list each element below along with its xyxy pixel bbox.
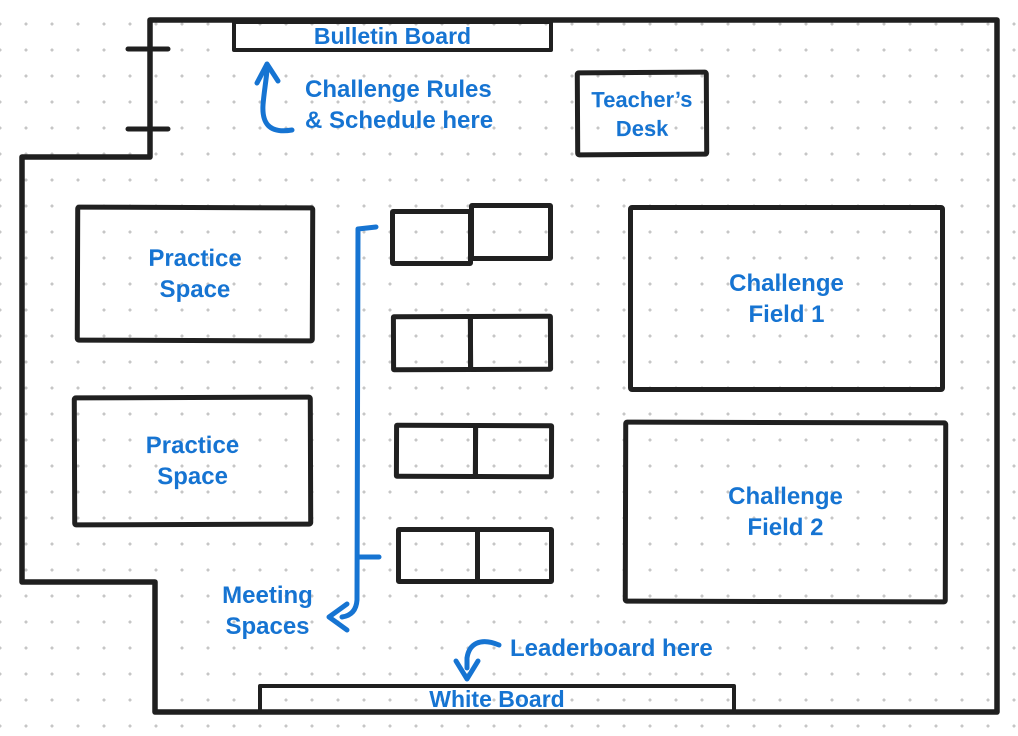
practice-space-2-label-line2: Space — [157, 462, 228, 491]
meeting-table — [472, 422, 555, 480]
meeting-table — [467, 313, 554, 373]
challenge-field-1-label-line2: Field 1 — [748, 300, 825, 328]
meeting-spaces-bracket-arrow — [339, 224, 379, 620]
meeting-table-pair-3 — [393, 422, 555, 480]
rules-arrowhead-icon — [254, 61, 281, 86]
meeting-table — [396, 527, 480, 584]
practice-space-2: Practice Space — [71, 394, 314, 528]
practice-space-1-label-line1: Practice — [148, 244, 242, 273]
meeting-table — [393, 422, 479, 480]
practice-space-1-label-line2: Space — [159, 275, 231, 304]
rules-annotation-line1: Challenge Rules — [305, 76, 492, 103]
leaderboard-arrow — [464, 639, 502, 671]
challenge-field-2-label-line1: Challenge — [728, 482, 843, 511]
meeting-table — [390, 209, 473, 266]
white-board: White Board — [258, 684, 736, 714]
meeting-spaces-annotation: Meeting Spaces — [195, 580, 340, 642]
challenge-field-2: Challenge Field 2 — [622, 419, 949, 605]
meeting-table-pair-1 — [390, 203, 553, 267]
meeting-table — [469, 203, 553, 261]
rules-arrow — [260, 67, 295, 134]
meeting-table-pair-4 — [396, 527, 554, 584]
challenge-field-1: Challenge Field 1 — [628, 205, 945, 392]
challenge-field-2-label-line2: Field 2 — [747, 513, 824, 542]
teachers-desk: Teacher’s Desk — [574, 69, 710, 158]
rules-annotation-line2: & Schedule here — [305, 107, 494, 134]
practice-space-2-label-line1: Practice — [145, 431, 240, 460]
white-board-label: White Board — [429, 686, 565, 712]
challenge-field-1-label-line1: Challenge — [729, 269, 844, 297]
meeting-table — [475, 527, 554, 584]
meeting-spaces-annotation-line1: Meeting — [222, 582, 313, 609]
practice-space-1: Practice Space — [74, 204, 316, 344]
bulletin-board-label: Bulletin Board — [313, 23, 472, 49]
meeting-table-pair-2 — [390, 313, 554, 373]
teachers-desk-label-line1: Teacher’s — [591, 86, 693, 112]
leaderboard-annotation-label: Leaderboard here — [510, 635, 713, 662]
rules-annotation: Challenge Rules & Schedule here — [305, 74, 493, 136]
meeting-table — [390, 313, 474, 373]
leaderboard-annotation: Leaderboard here — [510, 633, 713, 664]
meeting-spaces-annotation-line2: Spaces — [225, 613, 310, 640]
bulletin-board: Bulletin Board — [232, 20, 553, 52]
leaderboard-arrowhead-icon — [453, 658, 481, 682]
teachers-desk-label-line2: Desk — [615, 115, 669, 141]
